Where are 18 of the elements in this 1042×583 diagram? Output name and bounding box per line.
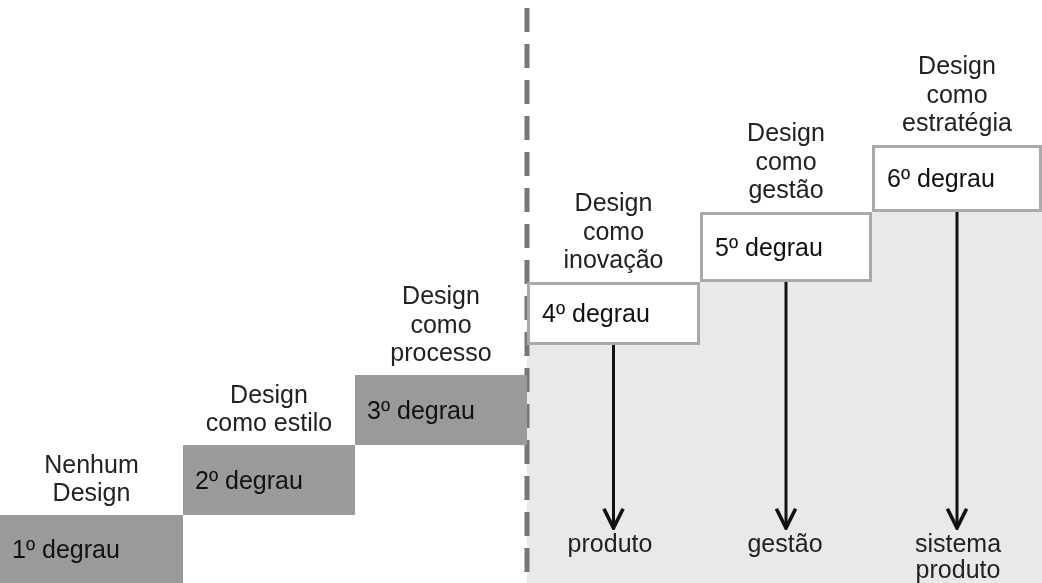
result-label: gestão [735,530,835,557]
step-heading: Design como inovação [562,187,665,274]
step-box: 5º degrau [700,212,872,282]
step-box: 2º degrau [183,445,355,515]
arrow [945,212,969,530]
result-label: sistema produto [905,530,1011,583]
result-label: produto [560,530,660,557]
arrow [774,282,798,530]
step-heading: Design como estilo [204,379,334,437]
arrow [602,345,625,530]
step-heading: Design como processo [389,280,493,367]
step-box: 3º degrau [355,375,527,445]
step-heading: Nenhum Design [43,449,140,507]
step-heading: Design como gestão [746,117,826,204]
step-box: 1º degrau [0,515,183,583]
step-box: 6º degrau [872,145,1042,212]
step-box: 4º degrau [527,282,700,345]
step-heading: Design como estratégia [901,50,1013,137]
